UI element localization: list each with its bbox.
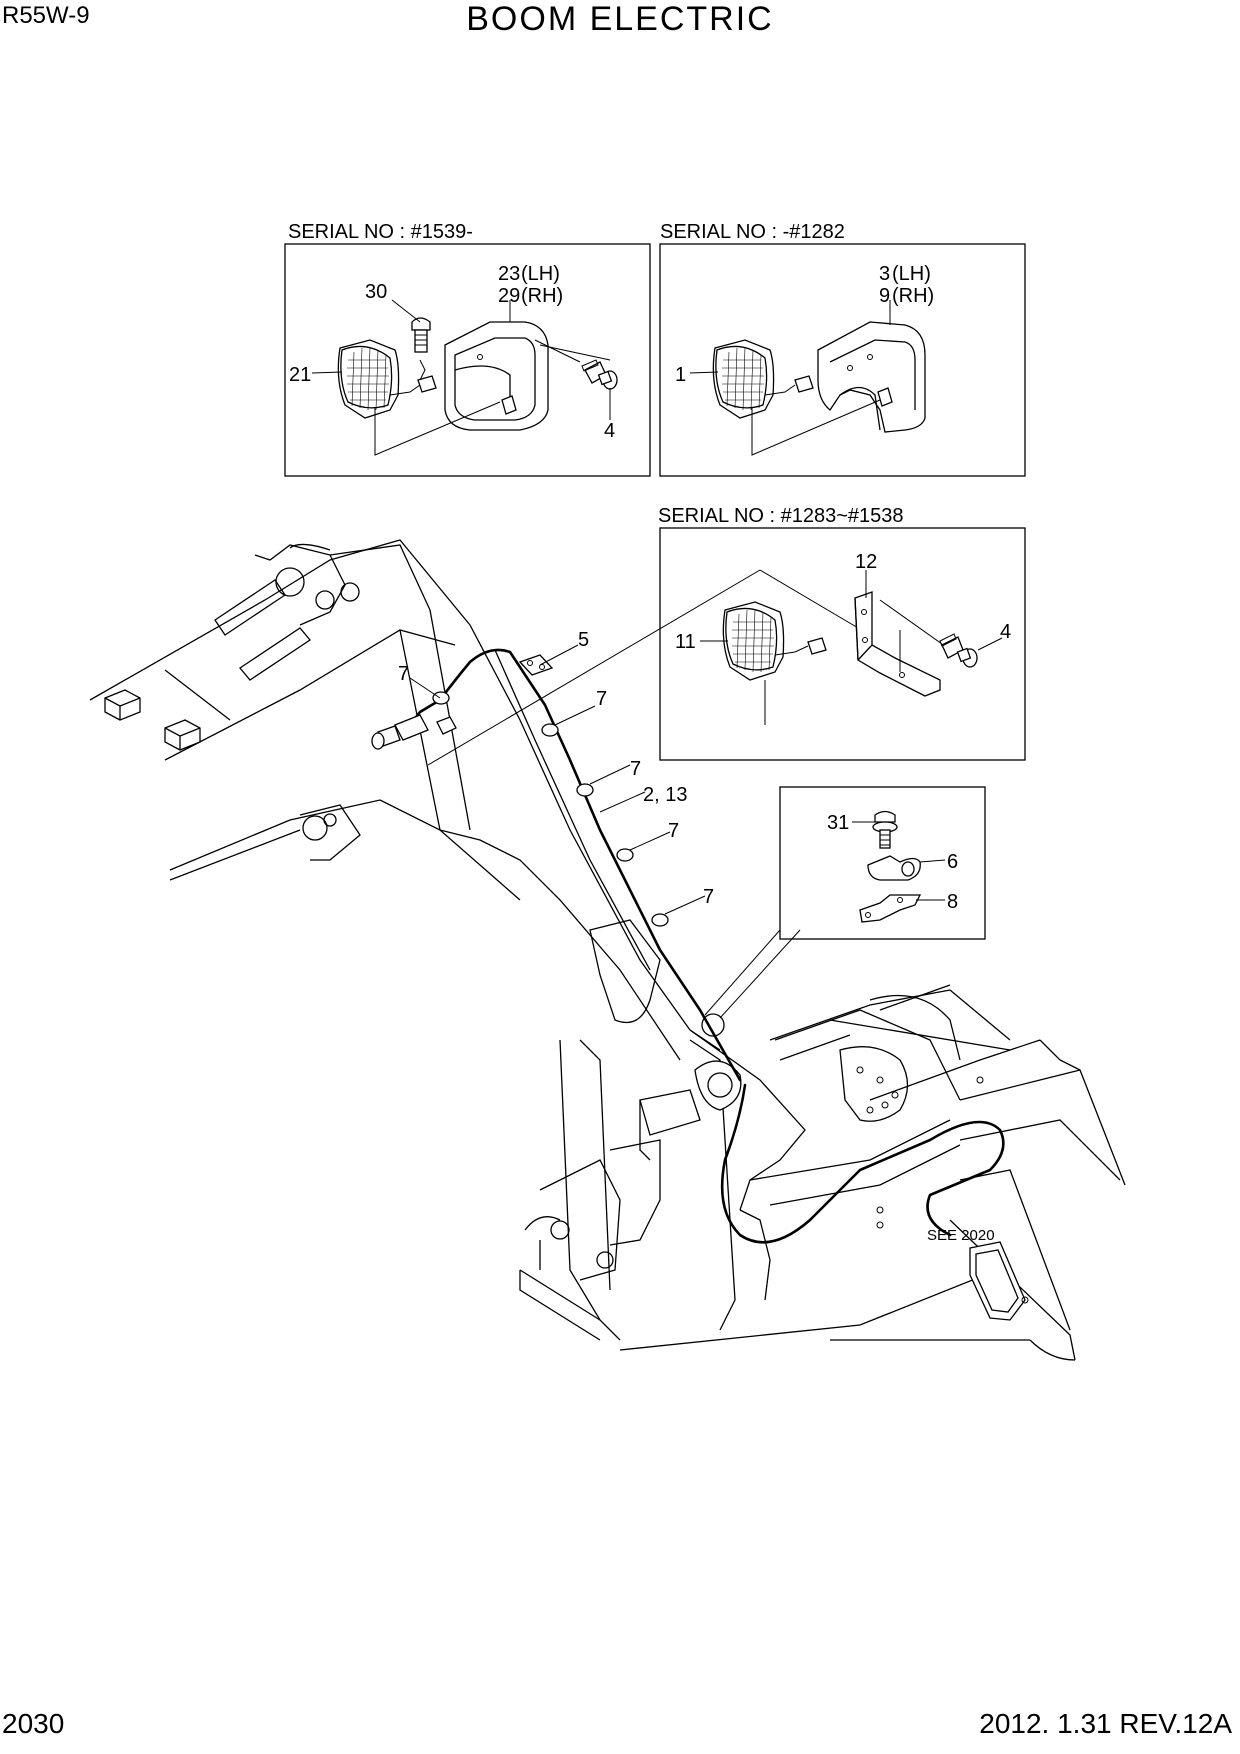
callout-7-b: 7 [596,688,607,710]
inset-d: 31 6 8 [779,786,986,940]
page-title: BOOM ELECTRIC [466,0,774,38]
callout-3: 3 [879,263,890,285]
bolt-31 [874,810,896,823]
wire-harness [371,648,1005,1244]
cover-3-9 [817,321,926,433]
detail-marker-circle [701,1013,725,1037]
callout-30: 30 [365,281,387,303]
revision-label: 2012. 1.31 REV.12A [979,1708,1232,1739]
inset-a: SERIAL NO : #1539- 30 21 23 [284,221,651,477]
page-number: 2030 [2,1708,65,1739]
bracket-5 [518,654,554,676]
callout-4-c: 4 [1000,621,1011,643]
inset-b: SERIAL NO : -#1282 1 3 (LH) 9 (RH) [659,221,1026,477]
boom-illustration [89,539,1126,1361]
bracket-12 [854,591,941,697]
callout-harness: 2, 13 [643,784,687,806]
callout-23: 23 [498,263,520,285]
callout-9: 9 [879,285,890,307]
model-label: R55W-9 [2,2,90,29]
callout-4-a: 4 [604,420,615,442]
clamp-7-a [432,691,450,705]
callout-1: 1 [675,364,686,386]
callout-31: 31 [827,812,849,834]
callout-11: 11 [675,631,696,653]
clamp-7-e [651,913,669,927]
clip-6 [867,855,921,881]
clamp-7-b [541,723,559,737]
bolt-30 [411,317,431,331]
callout-7-e: 7 [703,886,714,908]
callout-6: 6 [947,851,958,873]
clamp-7-d [616,848,634,862]
callout-29-rh: (RH) [521,285,563,307]
callout-9-rh: (RH) [892,285,934,307]
callout-21: 21 [289,364,311,386]
main-leaders [409,569,871,1019]
plate-8 [859,894,922,923]
callout-29: 29 [498,285,520,307]
callout-12: 12 [855,551,877,573]
callout-7-a: 7 [398,663,409,685]
inset-b-serial: SERIAL NO : -#1282 [660,221,845,243]
inset-a-serial: SERIAL NO : #1539- [288,221,473,243]
callout-7-c: 7 [630,758,641,780]
callout-7-d: 7 [668,820,679,842]
clamp-7-c [576,783,594,797]
callout-3-lh: (LH) [892,263,931,285]
callout-8: 8 [947,891,958,913]
see-reference: SEE 2020 [927,1227,995,1244]
inset-c-serial: SERIAL NO : #1283~#1538 [658,505,904,527]
inset-c: SERIAL NO : #1283~#1538 11 12 4 [658,505,1026,761]
callout-23-lh: (LH) [521,263,560,285]
callout-5: 5 [578,629,589,651]
